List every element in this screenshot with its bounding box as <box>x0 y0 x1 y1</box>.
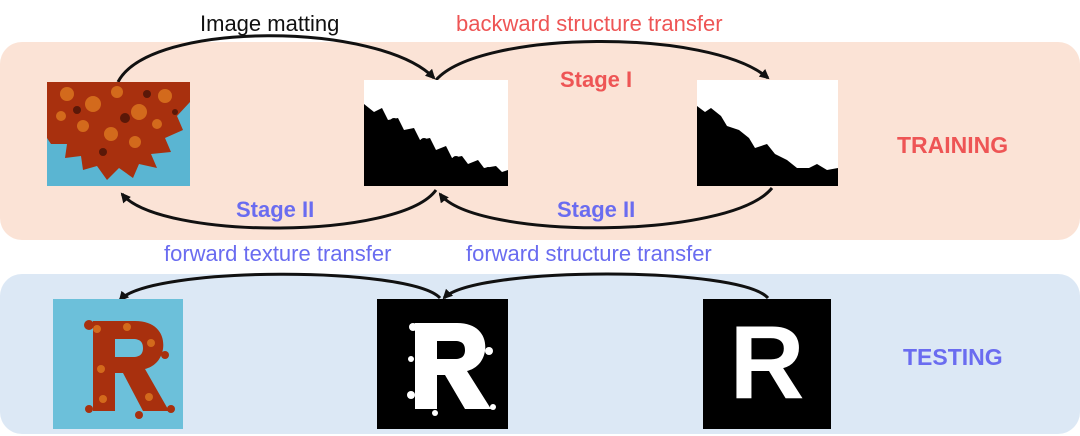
arrow-stage2-texture-back <box>120 189 438 230</box>
arrow-backward-structure-transfer <box>434 40 770 81</box>
stage-2-left-label: Stage II <box>236 197 315 222</box>
arrow-stage2-structure-back <box>438 187 774 230</box>
testing-label: TESTING <box>903 344 1003 370</box>
distorted-r-structure-image <box>377 299 508 429</box>
arrow-forward-texture-transfer <box>118 272 442 302</box>
training-label: TRAINING <box>897 132 1009 158</box>
arrow-forward-structure-transfer <box>442 272 770 300</box>
glyph-r-input-image: R <box>703 299 831 429</box>
backward-structure-image <box>697 80 838 186</box>
stage-2-right-label: Stage II <box>557 197 636 222</box>
stylized-r-output-image <box>53 299 183 429</box>
forward-structure-transfer-label: forward structure transfer <box>466 241 712 266</box>
arrow-image-matting <box>116 34 436 83</box>
glyph-r-letter: R <box>729 305 805 421</box>
forward-texture-transfer-label: forward texture transfer <box>164 241 392 266</box>
matte-image <box>364 80 508 186</box>
stage-1-label: Stage I <box>560 67 633 92</box>
backward-structure-transfer-label: backward structure transfer <box>456 11 723 36</box>
image-matting-label: Image matting <box>200 11 340 36</box>
foliage-source-image <box>47 82 190 186</box>
